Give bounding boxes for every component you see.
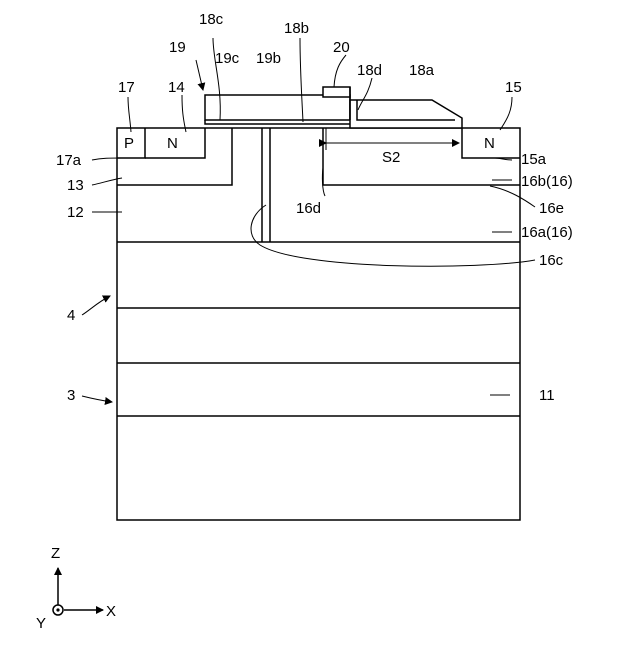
axis-label-x: X (106, 603, 116, 620)
substrate-outline (117, 128, 520, 520)
leader-15 (500, 97, 512, 130)
label-19b: 19b (256, 50, 281, 67)
label-16c: 16c (539, 252, 564, 269)
label-17a: 17a (56, 152, 82, 169)
label-18b: 18b (284, 20, 309, 37)
leader-4 (82, 296, 110, 315)
label-15a: 15a (521, 151, 547, 168)
label-16b: 16b(16) (521, 173, 573, 190)
label-18c: 18c (199, 11, 224, 28)
label-n-region-right: N (484, 135, 495, 152)
axis-label-y: Y (36, 615, 46, 632)
label-15: 15 (505, 79, 522, 96)
label-14: 14 (168, 79, 185, 96)
leader-16c (251, 205, 535, 266)
label-s2: S2 (382, 149, 400, 166)
leader-3 (82, 396, 112, 402)
label-16a: 16a(16) (521, 224, 573, 241)
y-axis-dot-icon (56, 608, 59, 611)
leader-20 (334, 55, 346, 87)
electrode-20 (323, 87, 350, 97)
label-3: 3 (67, 387, 75, 404)
label-17: 17 (118, 79, 135, 96)
label-19c: 19c (215, 50, 240, 67)
label-n-region-left: N (167, 135, 178, 152)
leader-19 (196, 60, 203, 90)
label-18a: 18a (409, 62, 435, 79)
label-p-region: P (124, 135, 134, 152)
axis-label-z: Z (51, 545, 60, 562)
label-16e: 16e (539, 200, 564, 217)
label-16d: 16d (296, 200, 321, 217)
label-11: 11 (539, 387, 555, 404)
leader-14 (182, 95, 186, 132)
label-12: 12 (67, 204, 84, 221)
label-20: 20 (333, 39, 350, 56)
leader-17 (128, 97, 131, 132)
label-19: 19 (169, 39, 186, 56)
gate-electrode-19 (205, 95, 350, 120)
label-4: 4 (67, 307, 75, 324)
label-13: 13 (67, 177, 84, 194)
label-18d: 18d (357, 62, 382, 79)
insulator-18a (350, 100, 462, 128)
